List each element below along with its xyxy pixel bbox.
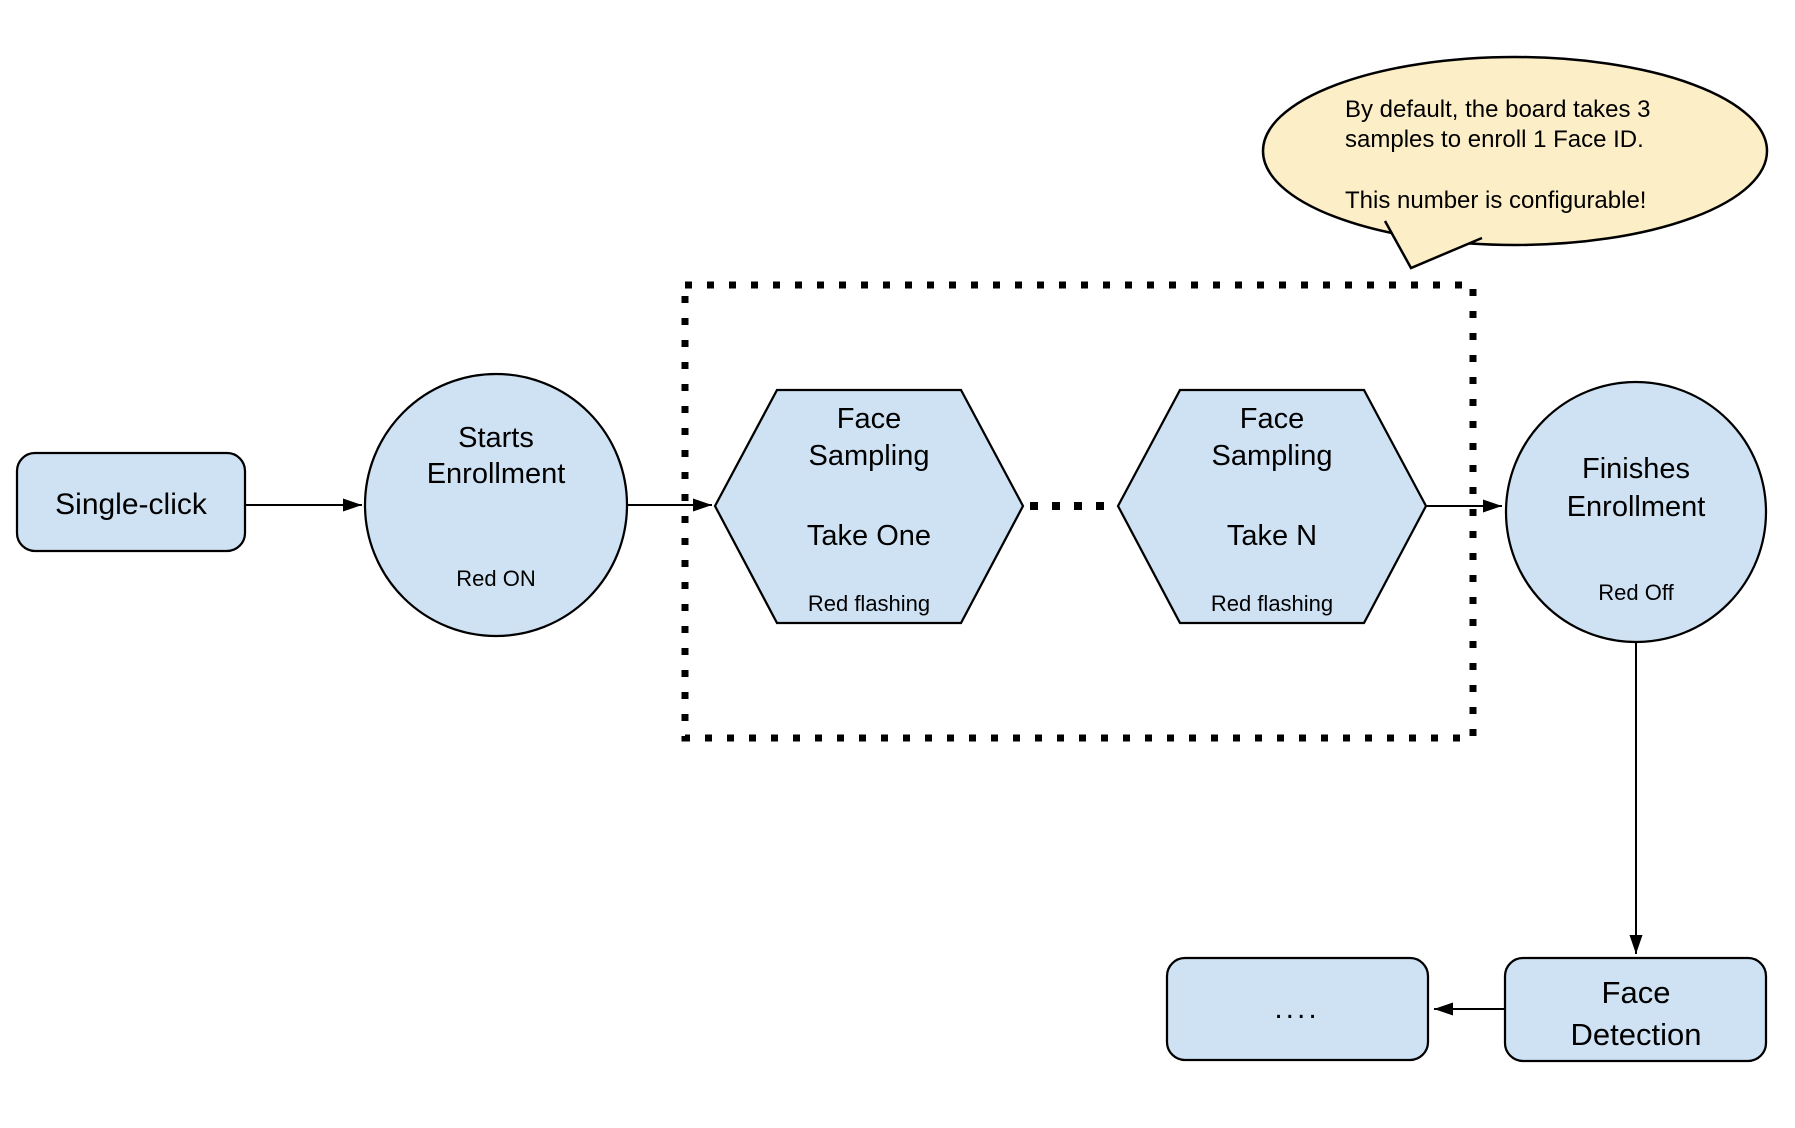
callout-ellipse	[1261, 55, 1769, 247]
starts-enrollment-title-line1: Starts	[458, 422, 534, 454]
sampling-group-dotted-border	[681, 281, 1477, 742]
callout-tail	[1383, 220, 1483, 270]
finishes-enrollment-status: Red Off	[1598, 580, 1674, 605]
starts-enrollment-title-line2: Enrollment	[427, 458, 566, 490]
face-sampling-n-status: Red flashing	[1211, 591, 1333, 616]
face-detection-box	[1503, 956, 1768, 1063]
face-sampling-one-title-line1: Face	[837, 403, 901, 435]
face-detection-title-line2: Detection	[1571, 1017, 1702, 1052]
face-sampling-n-title-line1: Face	[1240, 403, 1304, 435]
callout-text-line3: This number is configurable!	[1345, 187, 1646, 214]
starts-enrollment-circle	[363, 372, 629, 638]
node-single-click: Single-click	[15, 451, 247, 553]
finishes-enrollment-title-line2: Enrollment	[1567, 491, 1706, 523]
face-sampling-n-hexagon	[1116, 388, 1428, 625]
starts-enrollment-status: Red ON	[456, 566, 535, 591]
face-sampling-one-status: Red flashing	[808, 591, 930, 616]
callout-text-line2: samples to enroll 1 Face ID.	[1345, 126, 1644, 153]
node-face-detection: Face Detection	[1503, 956, 1768, 1063]
continuation-label: ....	[1274, 992, 1319, 1025]
face-sampling-one-hexagon	[713, 388, 1025, 625]
node-face-sampling-take-n: Face Sampling Take N Red flashing	[1116, 388, 1428, 625]
single-click-label: Single-click	[55, 488, 208, 521]
finishes-enrollment-circle	[1504, 380, 1768, 644]
callout-bubble: By default, the board takes 3 samples to…	[1261, 55, 1769, 270]
node-continuation: ....	[1165, 956, 1430, 1062]
continuation-box	[1165, 956, 1430, 1062]
face-sampling-n-step: Take N	[1227, 520, 1317, 552]
single-click-box	[15, 451, 247, 553]
finishes-enrollment-title-line1: Finishes	[1582, 453, 1690, 485]
node-finishes-enrollment: Finishes Enrollment Red Off	[1504, 380, 1768, 644]
face-sampling-one-title-line2: Sampling	[809, 440, 930, 472]
face-sampling-n-title-line2: Sampling	[1212, 440, 1333, 472]
callout-text-line1: By default, the board takes 3	[1345, 96, 1651, 123]
face-sampling-one-step: Take One	[807, 520, 931, 552]
face-detection-title-line1: Face	[1602, 975, 1671, 1010]
node-face-sampling-take-one: Face Sampling Take One Red flashing	[713, 388, 1025, 625]
node-starts-enrollment: Starts Enrollment Red ON	[363, 372, 629, 638]
